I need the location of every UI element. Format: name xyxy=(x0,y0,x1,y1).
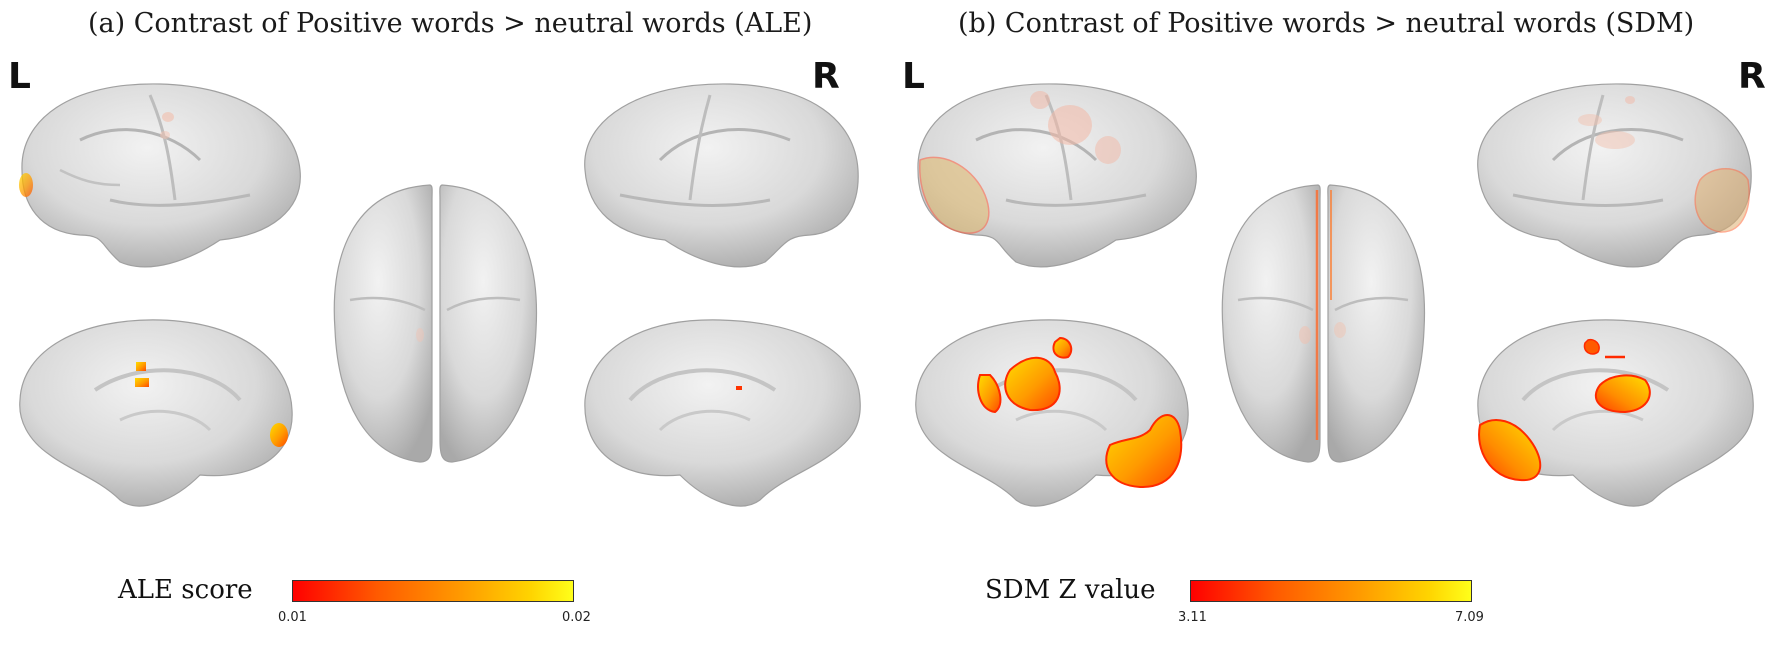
panel-b-left-lateral-brain xyxy=(917,83,1197,268)
panel-b-colorbar xyxy=(1190,580,1472,602)
panel-b-left-label: L xyxy=(902,56,925,97)
panel-a-dorsal-brain xyxy=(333,184,538,463)
panel-b-colorbar-label: SDM Z value xyxy=(985,575,1156,605)
panel-a-colorbar-label: ALE score xyxy=(118,575,253,605)
panel-a-colorbar-max: 0.02 xyxy=(562,610,591,625)
panel-a-left-lateral-brain xyxy=(19,83,301,268)
panel-b-title: (b) Contrast of Positive words > neutral… xyxy=(958,8,1695,39)
panel-a-right-medial-brain xyxy=(584,319,861,507)
panel-b-left-medial-brain xyxy=(915,319,1189,507)
panel-b-dorsal-brain xyxy=(1221,184,1426,463)
panel-b-right-label: R xyxy=(1738,56,1766,97)
panel-b-colorbar-max: 7.09 xyxy=(1455,610,1484,625)
panel-a-right-lateral-brain xyxy=(584,83,859,268)
panel-b-right-lateral-brain xyxy=(1477,83,1752,268)
panel-a-left-label: L xyxy=(8,56,31,97)
panel-a-colorbar xyxy=(292,580,574,602)
panel-a-left-medial-brain xyxy=(19,319,293,507)
panel-a-colorbar-min: 0.01 xyxy=(278,610,307,625)
panel-a-right-label: R xyxy=(812,56,840,97)
panel-b-right-medial-brain xyxy=(1477,319,1754,507)
panel-a-title: (a) Contrast of Positive words > neutral… xyxy=(88,8,813,39)
panel-b-colorbar-min: 3.11 xyxy=(1178,610,1207,625)
